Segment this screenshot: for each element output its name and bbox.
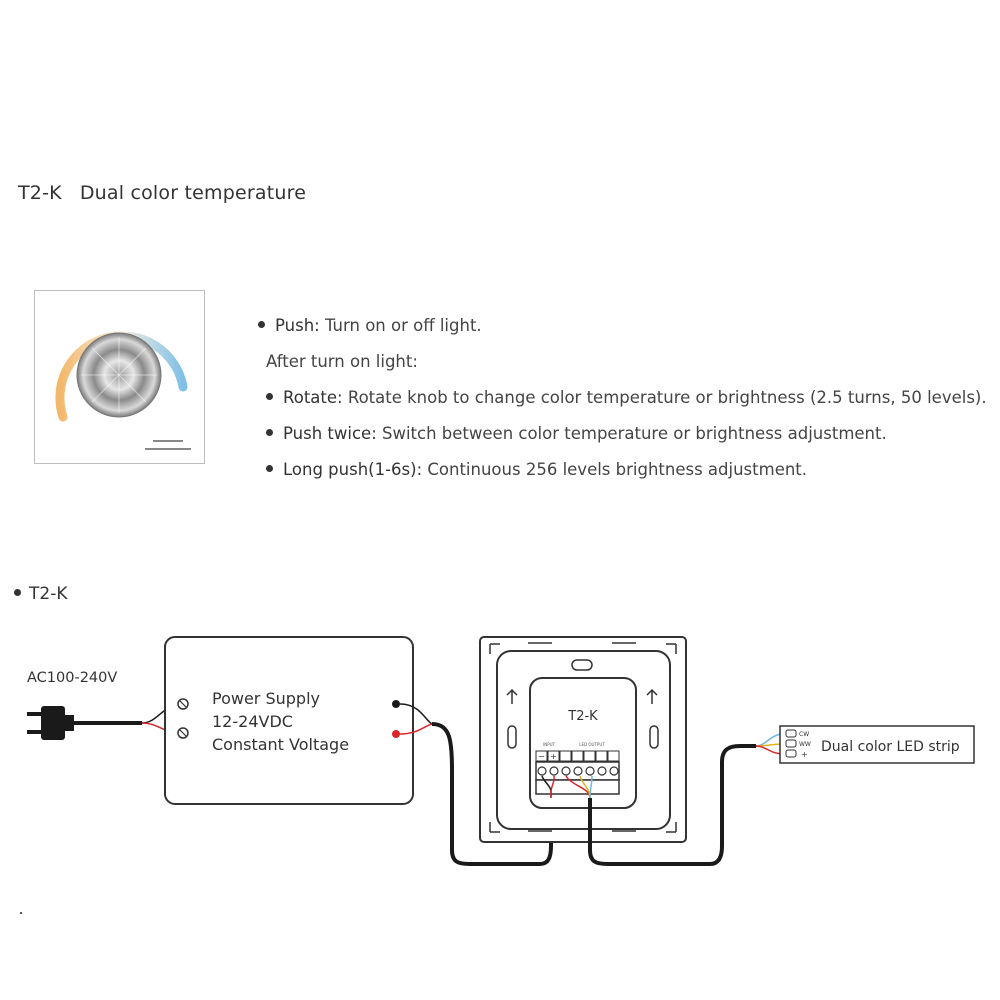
ac-plug-icon <box>27 706 74 740</box>
panel-input-label: INPUT <box>543 742 556 747</box>
feature-after: After turn on light: <box>266 352 418 371</box>
panel-left-slot <box>507 725 517 749</box>
feature-push-twice: Push twice: Switch between color tempera… <box>258 416 987 452</box>
psu-dc-minus-terminal <box>392 700 400 708</box>
bullet <box>266 429 273 436</box>
led-cw-label: CW <box>799 731 809 738</box>
feature-rotate: Rotate: Rotate knob to change color temp… <box>258 380 987 416</box>
panel-top-slot <box>571 659 593 671</box>
feature-push: Push: Turn on or off light. <box>258 308 987 344</box>
led-strip-label: Dual color LED strip <box>821 739 960 755</box>
panel-right-slot <box>649 725 659 749</box>
psu-label-line2: 12-24VDC <box>212 712 293 731</box>
led-ww-label: WW <box>799 741 811 748</box>
power-supply-box <box>164 636 414 805</box>
wiring-section-label: T2-K <box>14 584 67 604</box>
dc-wire-red <box>399 723 433 735</box>
psu-dc-plus-terminal <box>392 730 400 738</box>
dc-wire-black <box>399 703 433 725</box>
title-model: T2-K <box>18 182 62 204</box>
panel-module-label: T2-K <box>567 709 598 724</box>
bullet <box>14 588 21 596</box>
terminal-label-row: − + <box>535 750 620 762</box>
led-plus-label: + <box>801 750 808 759</box>
title-text: Dual color temperature <box>79 182 307 204</box>
feature-long-push: Long push(1-6s): Continuous 256 levels b… <box>258 452 987 488</box>
stray-dot <box>20 912 22 914</box>
panel-up-arrow-right <box>646 688 658 704</box>
wiring-diagram: AC100-240V Power Supply 12-24VDC Constan… <box>27 636 975 866</box>
psu-label-line1: Power Supply <box>212 689 320 708</box>
page-title: T2-K Dual color temperature <box>18 182 306 204</box>
fine-print-line-2 <box>145 448 191 450</box>
led-strip-pads <box>785 729 797 758</box>
panel-up-arrow-left <box>506 688 518 704</box>
fine-print-line-1 <box>153 440 183 442</box>
led-cable <box>588 744 756 866</box>
knob-panel-illustration <box>55 331 191 450</box>
panel-output-label: LED OUTPUT <box>579 742 605 747</box>
ac-input-label: AC100-240V <box>27 670 117 686</box>
bullet <box>258 321 265 328</box>
dc-cable <box>431 722 553 866</box>
psu-label-line3: Constant Voltage <box>212 735 349 754</box>
terminal-plus-label: + <box>550 752 557 761</box>
bullet <box>266 393 273 400</box>
panel-input-wire-red <box>550 775 555 798</box>
terminal-screws <box>537 766 619 776</box>
product-image <box>34 290 205 464</box>
panel-output-wire-blue <box>589 775 593 799</box>
terminal-minus-label: − <box>538 752 545 761</box>
feature-list: Push: Turn on or off light. After turn o… <box>258 308 987 488</box>
bullet <box>266 465 273 472</box>
led-strip <box>779 725 975 764</box>
